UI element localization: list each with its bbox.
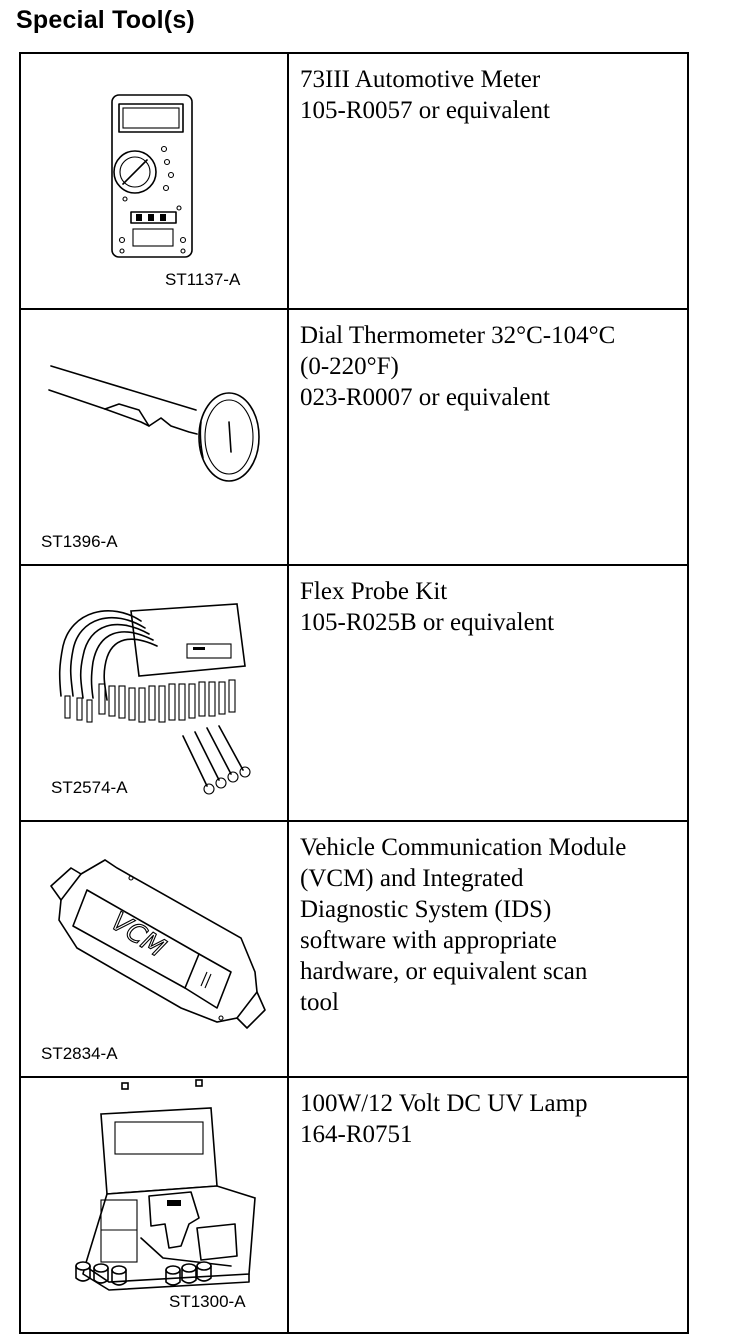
tool-description-cell: 73III Automotive Meter 105-R0057 or equi… bbox=[287, 52, 689, 310]
tool-image-cell: ST1396-A bbox=[19, 308, 289, 566]
tool-part-number: 023-R0007 or equivalent bbox=[300, 384, 550, 411]
table-row: VCM ST2834-A Vehicle Communication Modul… bbox=[19, 820, 689, 1078]
table-row: ST2574-A Flex Probe Kit 105-R025B or equ… bbox=[19, 564, 689, 822]
tool-name: Dial Thermometer 32°C-104°C bbox=[300, 322, 616, 349]
tool-part-number: 105-R025B or equivalent bbox=[300, 609, 555, 636]
tool-image-cell: VCM ST2834-A bbox=[19, 820, 289, 1078]
tool-code: ST1396-A bbox=[41, 532, 118, 551]
tool-name: Flex Probe Kit bbox=[300, 578, 448, 605]
multimeter-icon bbox=[111, 94, 193, 258]
tool-part-number: 164-R0751 bbox=[300, 1121, 413, 1148]
tool-description: 100W/12 Volt DC UV Lamp 164-R0751 bbox=[289, 1078, 687, 1150]
special-tools-table: ST1137-A 73III Automotive Meter 105-R005… bbox=[19, 52, 689, 1334]
tool-description: Dial Thermometer 32°C-104°C (0-220°F) 02… bbox=[289, 310, 687, 413]
tool-description: 73III Automotive Meter 105-R0057 or equi… bbox=[289, 54, 687, 126]
tool-description-cell: Dial Thermometer 32°C-104°C (0-220°F) 02… bbox=[287, 308, 689, 566]
tool-code: ST2834-A bbox=[41, 1044, 118, 1063]
tool-name-line: software with appropriate bbox=[300, 927, 557, 954]
tool-name-line: hardware, or equivalent scan bbox=[300, 958, 588, 985]
vcm-module-icon: VCM bbox=[50, 859, 266, 1029]
tool-range: (0-220°F) bbox=[300, 353, 399, 380]
tool-name-line: (VCM) and Integrated bbox=[300, 865, 524, 892]
tool-image-cell: ST2574-A bbox=[19, 564, 289, 822]
tool-name-line: Vehicle Communication Module bbox=[300, 834, 627, 861]
tool-name-line: Diagnostic System (IDS) bbox=[300, 896, 552, 923]
table-row: ST1137-A 73III Automotive Meter 105-R005… bbox=[19, 52, 689, 310]
tool-description-cell: 100W/12 Volt DC UV Lamp 164-R0751 bbox=[287, 1076, 689, 1334]
tool-description-cell: Vehicle Communication Module (VCM) and I… bbox=[287, 820, 689, 1078]
tool-part-number: 105-R0057 or equivalent bbox=[300, 97, 550, 124]
tool-description: Vehicle Communication Module (VCM) and I… bbox=[289, 822, 687, 1018]
tool-code: ST1137-A bbox=[165, 270, 241, 289]
tool-name-line: tool bbox=[300, 989, 339, 1016]
uv-lamp-case-icon bbox=[75, 1079, 256, 1291]
tool-description-cell: Flex Probe Kit 105-R025B or equivalent bbox=[287, 564, 689, 822]
flex-probe-kit-icon bbox=[58, 603, 251, 795]
page-title: Special Tool(s) bbox=[16, 6, 195, 34]
tool-image-cell: ST1300-A bbox=[19, 1076, 289, 1334]
tool-name: 73III Automotive Meter bbox=[300, 66, 541, 93]
table-row: ST1300-A 100W/12 Volt DC UV Lamp 164-R07… bbox=[19, 1076, 689, 1334]
table-row: ST1396-A Dial Thermometer 32°C-104°C (0-… bbox=[19, 308, 689, 566]
tool-code: ST2574-A bbox=[51, 778, 128, 797]
tool-code: ST1300-A bbox=[169, 1292, 246, 1311]
tool-name: 100W/12 Volt DC UV Lamp bbox=[300, 1090, 588, 1117]
dial-thermometer-icon bbox=[48, 365, 260, 482]
tool-description: Flex Probe Kit 105-R025B or equivalent bbox=[289, 566, 687, 638]
tool-image-cell: ST1137-A bbox=[19, 52, 289, 310]
